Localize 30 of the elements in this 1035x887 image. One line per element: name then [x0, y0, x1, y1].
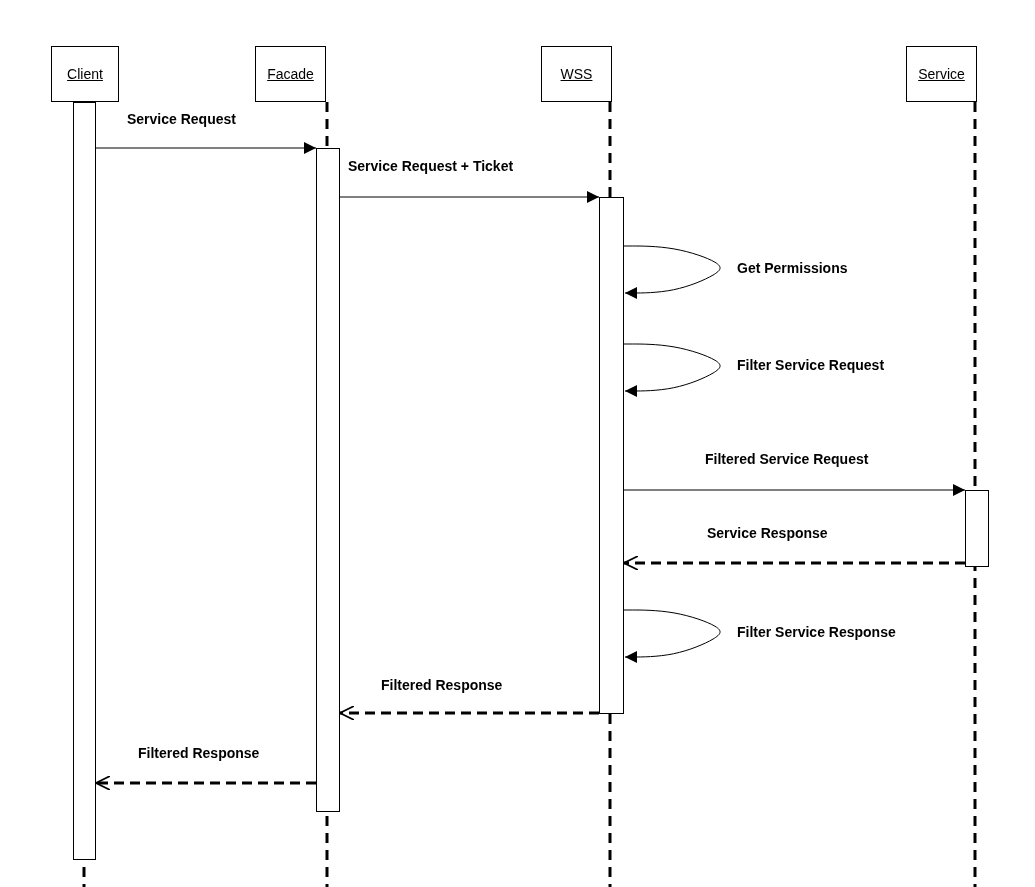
message-arrow	[623, 484, 966, 496]
message-arrow	[339, 191, 600, 203]
participant-box	[906, 46, 977, 102]
self-message-arrow	[623, 343, 721, 397]
activation-bar	[965, 490, 989, 567]
activation-bar	[73, 102, 96, 860]
return-message-arrow	[95, 775, 316, 791]
message-label: Filtered Service Request	[704, 451, 870, 467]
message-label: Service Request + Ticket	[347, 158, 515, 174]
participant-name: Client	[67, 66, 103, 82]
participant-name: Service	[918, 66, 965, 82]
participant-box	[51, 46, 119, 102]
message-label: Filter Service Request	[736, 357, 886, 373]
message-label: Filtered Response	[380, 677, 504, 693]
participant-box	[541, 46, 612, 102]
message-label: Service Request	[126, 111, 237, 127]
activation-bar	[599, 197, 624, 714]
activation-bar	[316, 148, 340, 812]
participant-box	[255, 46, 326, 102]
message-arrow	[95, 142, 317, 154]
message-label: Filtered Response	[137, 745, 261, 761]
self-message-arrow	[623, 609, 721, 663]
self-message-arrow	[623, 245, 721, 299]
message-label: Filter Service Response	[736, 624, 897, 640]
return-message-arrow	[623, 555, 965, 571]
message-label: Service Response	[706, 525, 829, 541]
participant-name: Facade	[267, 66, 314, 82]
return-message-arrow	[339, 705, 599, 721]
participant-name: WSS	[560, 66, 593, 82]
message-label: Get Permissions	[736, 260, 849, 276]
